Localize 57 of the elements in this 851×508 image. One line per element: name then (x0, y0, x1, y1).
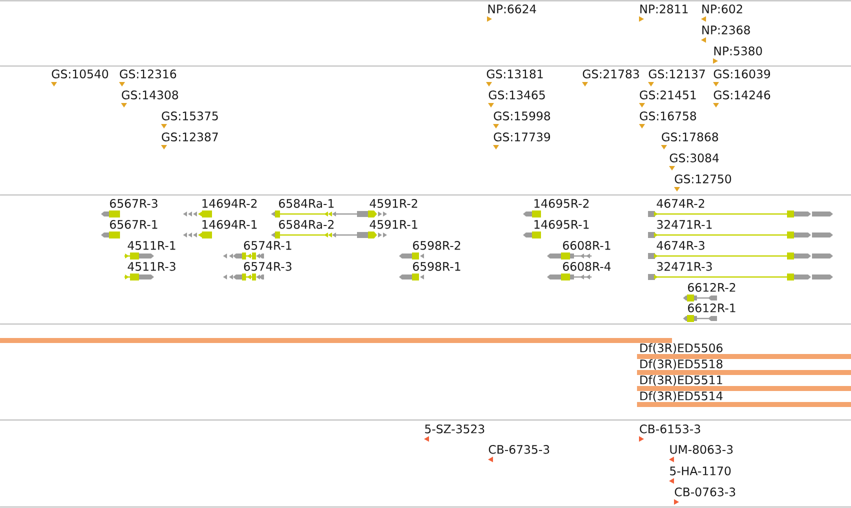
feature-label: 6612R-1 (688, 304, 736, 312)
feature-label: 14694R-2 (202, 199, 257, 208)
feature-label: 6608R-4 (563, 262, 611, 271)
feature-label: GS:21783 (582, 70, 639, 78)
feature-label: 5-SZ-3523 (425, 424, 484, 434)
feature-label: GS:21451 (640, 90, 696, 100)
feature-label: Df(3R)ED5511 (640, 375, 722, 386)
feature-label: Df(3R)ED5518 (640, 359, 722, 370)
feature-label: 6584Ra-2 (279, 220, 334, 229)
feature-label: GS:12137 (648, 70, 705, 78)
feature-label: 6574R-1 (244, 241, 292, 250)
feature-label: 6598R-1 (413, 262, 460, 271)
feature-label: GS:13465 (488, 90, 545, 100)
feature-label: 6567R-3 (110, 199, 158, 208)
feature-label: 4511R-3 (128, 262, 176, 271)
feature-label: CB-6735-3 (488, 445, 550, 454)
feature-label: NP:5380 (714, 46, 762, 56)
feature-label: 6608R-1 (563, 241, 610, 250)
feature-label: 4674R-2 (656, 199, 704, 208)
feature-label: GS:15375 (162, 112, 218, 120)
feature-label: GS:15998 (494, 112, 550, 120)
feature-label: UM-8063-3 (670, 445, 733, 454)
feature-label: 4511R-1 (128, 241, 176, 250)
feature-label: NP:602 (702, 4, 742, 14)
feature-label: GS:16039 (714, 70, 770, 78)
feature-label: 32471R-3 (657, 262, 712, 271)
feature-label: GS:12316 (120, 70, 176, 78)
feature-label: GS:17868 (662, 132, 718, 142)
feature-label: 4674R-3 (656, 241, 704, 250)
feature-label: GS:14308 (122, 90, 178, 100)
feature-label: GS:17739 (494, 132, 550, 142)
feature-label: GS:16758 (640, 112, 696, 120)
feature-label: 6584Ra-1 (279, 199, 334, 208)
feature-label: 4591R-1 (370, 220, 418, 229)
feature-label: 6567R-1 (110, 220, 158, 229)
feature-label: 6574R-3 (244, 262, 292, 271)
feature-label: CB-0763-3 (674, 488, 736, 496)
feature-label: 6598R-2 (413, 241, 460, 250)
feature-label: 4591R-2 (370, 199, 418, 208)
feature-label: GS:14246 (714, 90, 770, 100)
feature-label: GS:13181 (486, 70, 543, 78)
feature-label: Df(3R)ED5506 (640, 343, 722, 354)
feature-label: 14695R-1 (534, 220, 589, 229)
feature-label: CB-6153-3 (640, 424, 700, 434)
feature-label: GS:12387 (162, 132, 218, 142)
feature-label: 6612R-2 (688, 283, 736, 292)
feature-label: GS:3084 (670, 154, 719, 162)
feature-label: 32471R-1 (657, 220, 712, 229)
feature-label: 14695R-2 (534, 199, 589, 208)
feature-label: GS:10540 (52, 70, 108, 78)
feature-label: NP:6624 (488, 4, 536, 14)
feature-label: GS:12750 (674, 174, 732, 184)
feature-label: NP:2368 (702, 26, 750, 34)
feature-label: NP:2811 (640, 4, 688, 14)
feature-label: 5-HA-1170 (670, 466, 731, 476)
feature-label: 14694R-1 (202, 220, 257, 229)
feature-label: Df(3R)ED5514 (640, 391, 723, 402)
